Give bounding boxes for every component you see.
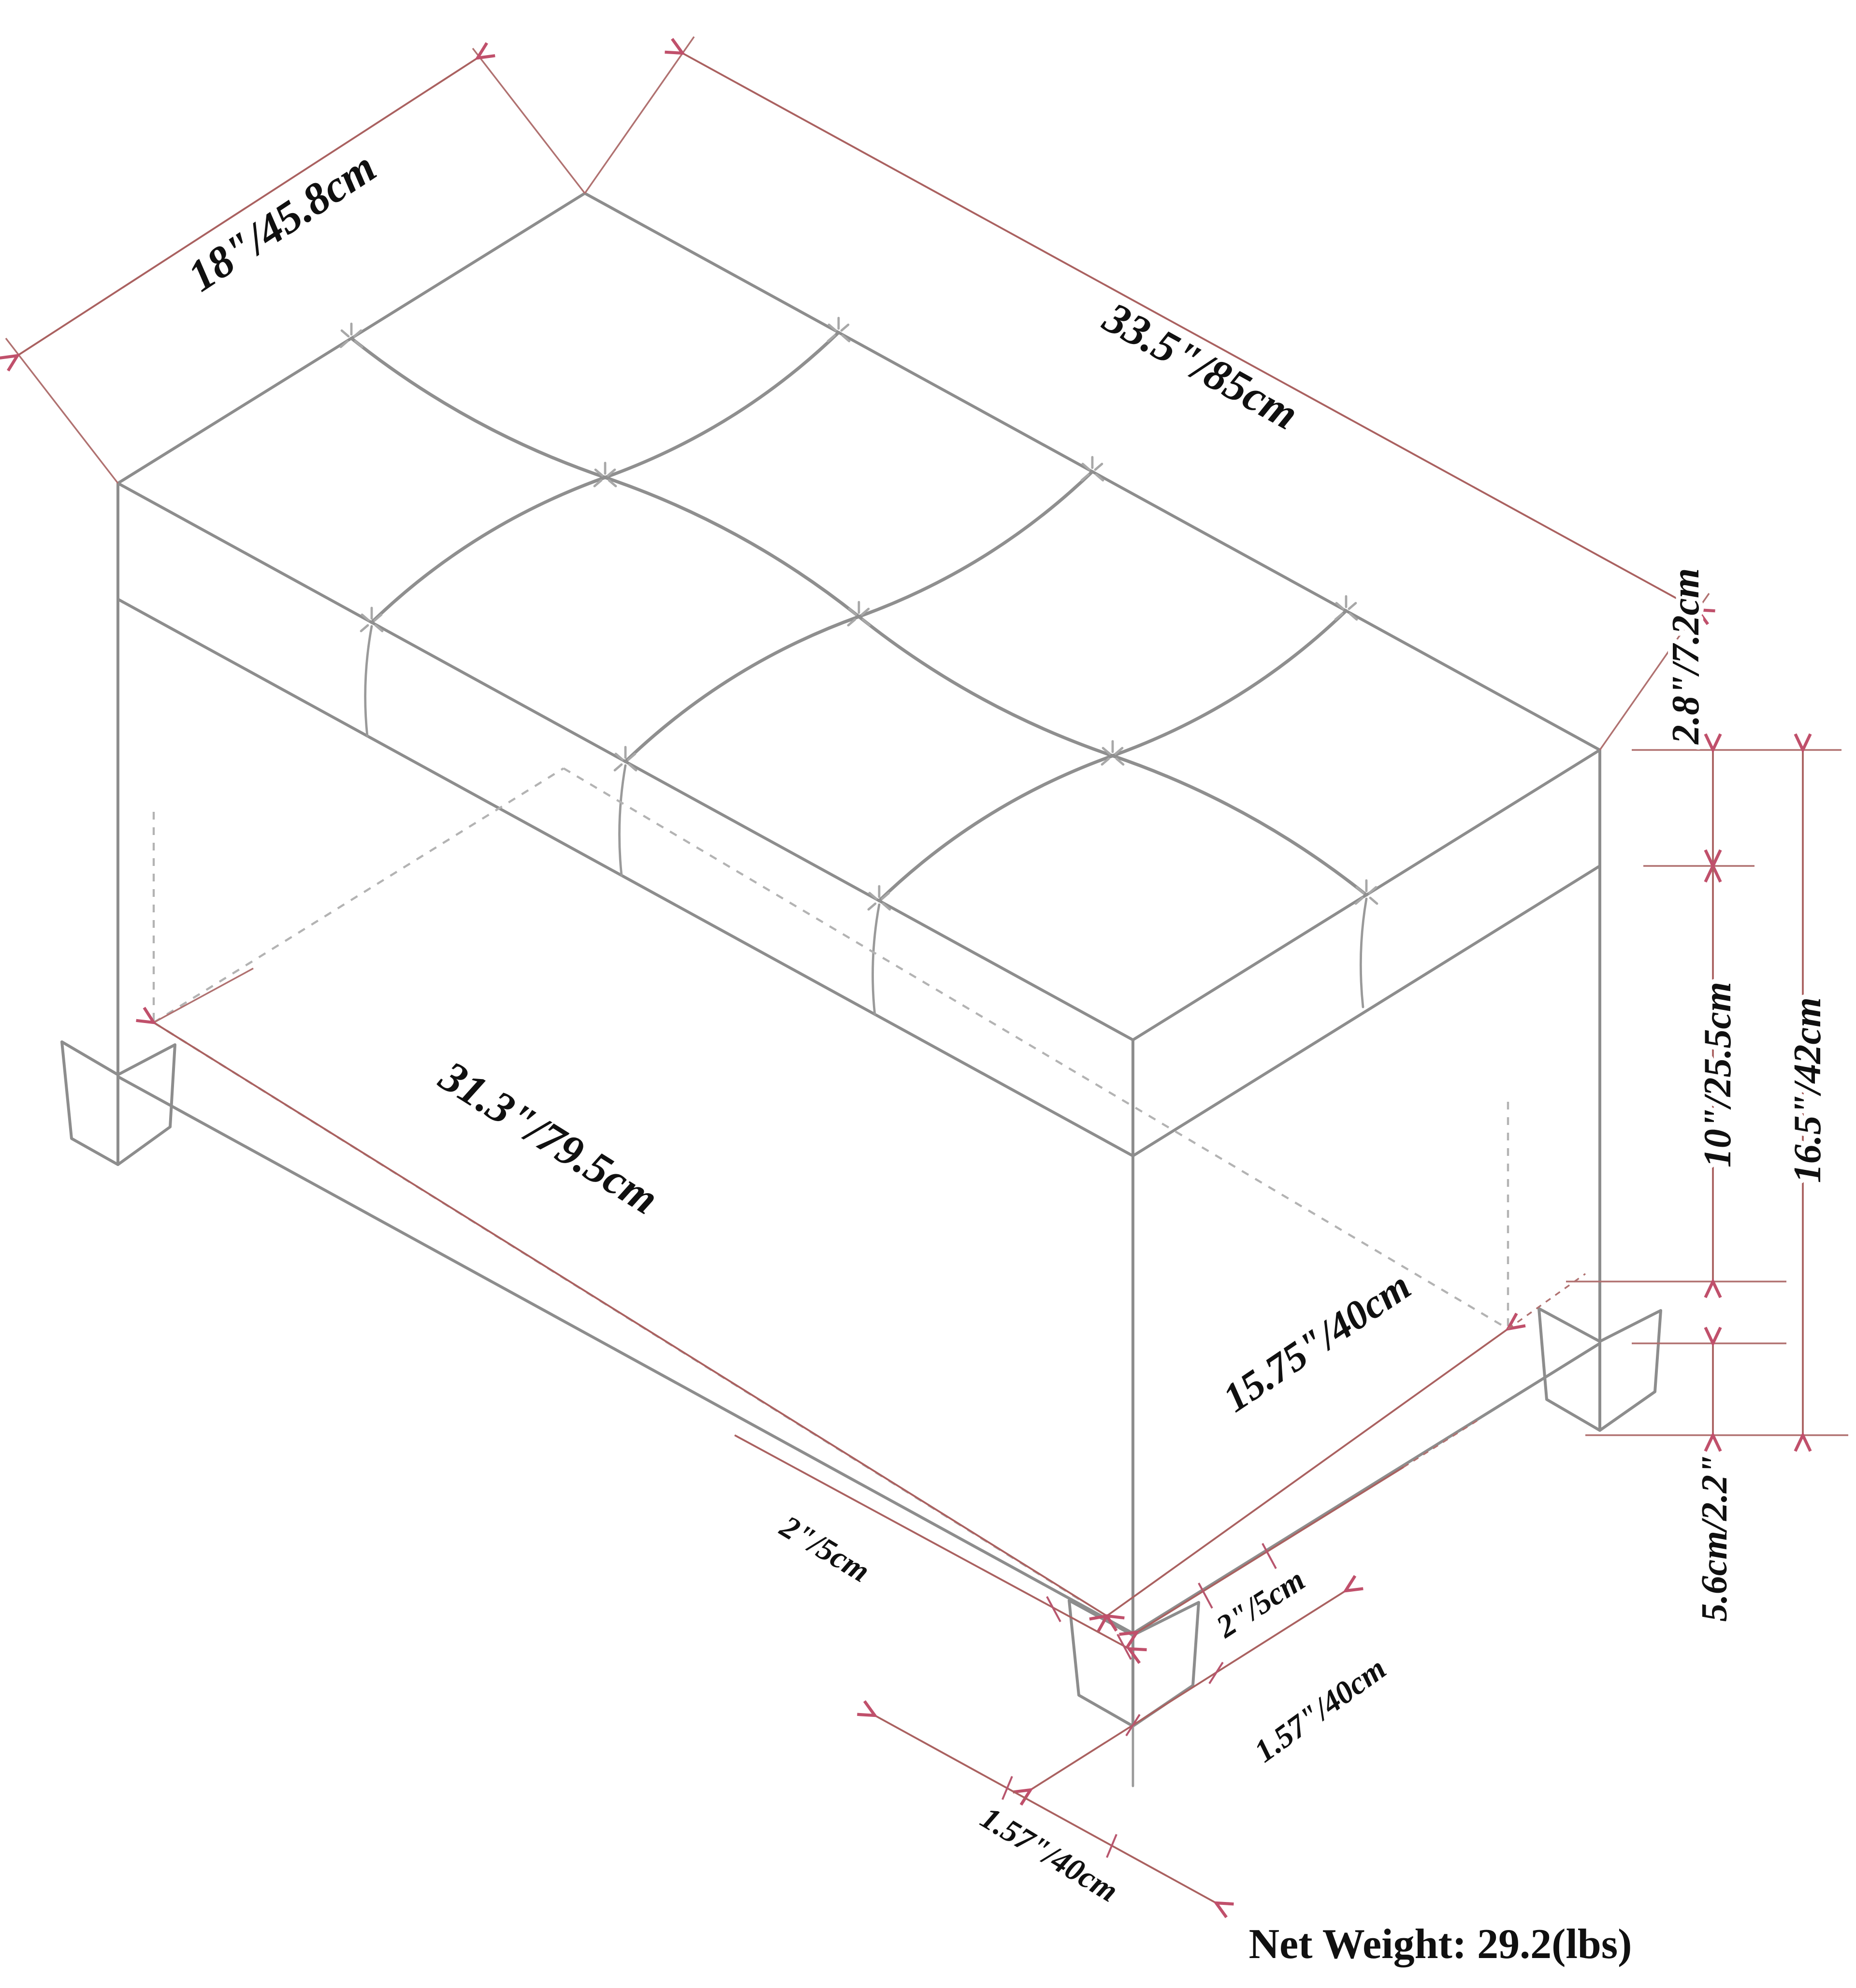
lid-lower-rim [116,598,1601,1157]
lid-face-seam-2 [618,764,627,877]
dimension-interior-length [154,967,1107,1616]
ottoman-line-drawing [60,192,1662,1787]
dimension-annotations [6,36,1848,1903]
interior-back-length-dashed [563,767,1509,1330]
right-leg [1537,1307,1662,1432]
dim-label-opening-height: 10"/25.5cm [1696,982,1739,1167]
lid-face-seam-4 [1359,897,1368,1008]
dim-label-lid-thickness: 2.8"/7.2cm [1665,568,1707,745]
dimension-interior-depth [1107,1273,1586,1616]
dimension-top-depth [6,48,586,484]
dim-label-top-length: 33.5"/85cm [1095,292,1306,439]
lid-face-seam-1 [364,625,373,738]
tuft-button-star [341,324,362,347]
dimension-leg-top-right [1137,1420,1478,1632]
dim-label-interior-depth: 15.75"/40cm [1215,1263,1419,1421]
dim-label-overall-height: 16.5"/42cm [1786,997,1829,1183]
net-weight-label: Net Weight: 29.2(lbs) [1249,1921,1632,1968]
dim-label-leg-bottom-lower: 1.57"/40cm [974,1800,1124,1909]
dimension-top-length [584,36,1709,750]
lid-face-seam-3 [871,903,881,1016]
interior-back-depth-dashed [153,767,565,1023]
dim-label-leg-top-left: 2"/5cm [774,1509,876,1589]
dim-label-leg-bottom-upper: 1.57"/40cm [1248,1651,1392,1769]
dim-label-leg-height: 5.6cm/2.2" [1694,1455,1735,1622]
dim-label-interior-length: 31.3"/79.5cm [431,1051,667,1224]
dim-label-top-depth: 18"/45.8cm [179,142,384,301]
dimension-leg-bottom-lower [875,1715,1216,1903]
